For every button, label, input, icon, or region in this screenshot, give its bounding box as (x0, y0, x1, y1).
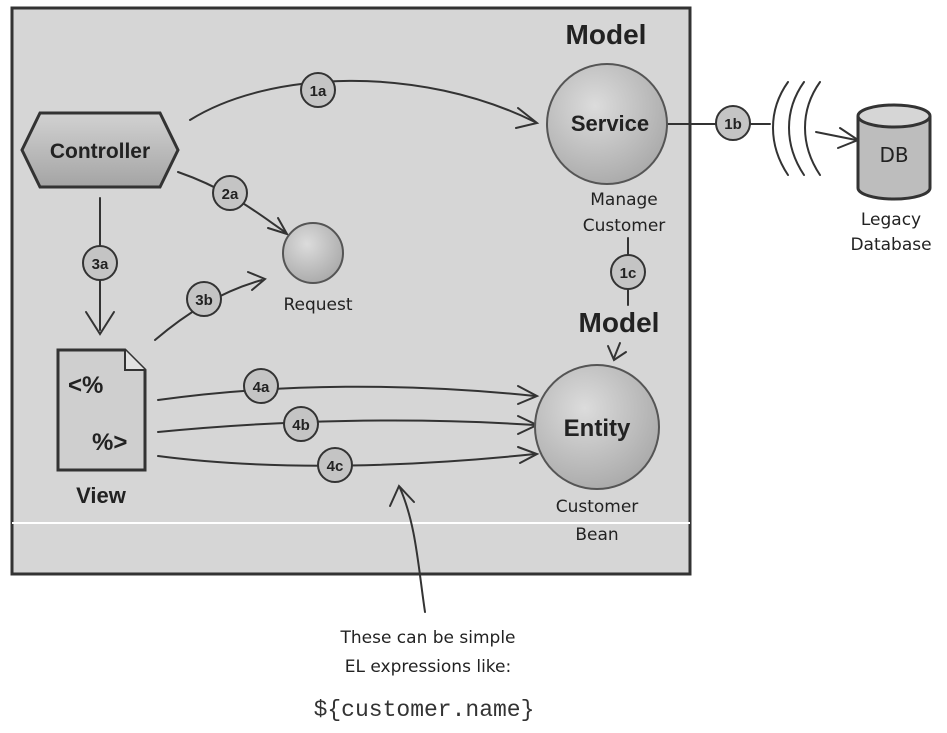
step-badge-2a-label: 2a (222, 186, 239, 203)
arrowhead-2a (267, 217, 290, 236)
arrow-model-entity (613, 342, 621, 359)
arrowhead-3b (247, 271, 267, 291)
service-caption-line1: Manage (590, 190, 658, 210)
view-close-tag: %> (92, 429, 127, 456)
step-badges: 1a 1b 1c 2a 3a 3b 4a 4b (82, 72, 751, 483)
view-open-tag: <% (68, 372, 103, 399)
step-badge-4a-label: 4a (253, 379, 270, 396)
db-node: DB (856, 103, 932, 201)
view-node: <% %> (56, 348, 147, 472)
arrowhead-1a (515, 107, 540, 129)
entity-sphere-icon (534, 364, 660, 490)
request-sphere-icon (282, 222, 344, 284)
step-badge-4a: 4a (243, 368, 279, 404)
service-label: Service (571, 111, 649, 136)
step-badge-3a-label: 3a (92, 256, 109, 273)
arrowhead-3a (85, 311, 115, 336)
model-label-top: Model (566, 19, 647, 50)
controller-hexagon-icon (20, 111, 180, 189)
step-badge-1b-label: 1b (724, 116, 742, 133)
service-node: Service (546, 63, 668, 185)
step-badge-1b: 1b (715, 105, 751, 141)
db-label: DB (879, 143, 908, 167)
step-badge-4b: 4b (283, 406, 319, 442)
step-badge-1a: 1a (300, 72, 336, 108)
step-badge-1a-label: 1a (310, 83, 327, 100)
arrow-4a (157, 385, 536, 401)
step-badge-3a: 3a (82, 245, 118, 281)
annotation-arrowhead (389, 484, 415, 507)
view-document-fold (124, 350, 145, 371)
annotation-arrow (399, 487, 426, 613)
entity-node: Entity (534, 364, 660, 490)
step-badge-3b: 3b (186, 281, 222, 317)
entity-label: Entity (564, 415, 631, 442)
db-cylinder-icon (856, 116, 932, 201)
model-label-mid: Model (579, 307, 660, 338)
service-sphere-icon (546, 63, 668, 185)
db-caption-line2: Database (850, 235, 931, 255)
db-caption-line1: Legacy (861, 210, 921, 230)
view-document-icon (56, 348, 147, 472)
step-badge-1c: 1c (610, 254, 646, 290)
arrow-1a (189, 79, 536, 123)
step-badge-4c-label: 4c (327, 458, 344, 475)
step-badge-4b-label: 4b (292, 417, 310, 434)
annotation-code: ${customer.name} (314, 697, 535, 723)
service-caption-line2: Customer (583, 216, 666, 236)
break-line-3 (804, 81, 821, 176)
annotation-line2: EL expressions like: (345, 657, 511, 677)
entity-caption-line1: Customer (556, 497, 639, 517)
step-badge-4c: 4c (317, 447, 353, 483)
arrow-4b (157, 419, 536, 433)
connectors (85, 79, 861, 613)
arrow-to-db (815, 131, 857, 141)
arrowhead-4a (517, 385, 540, 405)
arrowhead-model-entity (607, 345, 627, 362)
db-cylinder-top (856, 103, 932, 129)
arrowhead-4c (517, 446, 540, 464)
break-line-1 (772, 81, 789, 176)
controller-label: Controller (50, 140, 150, 163)
request-label: Request (283, 295, 352, 315)
step-badge-1c-label: 1c (620, 265, 637, 282)
annotation-line1: These can be simple (339, 628, 515, 648)
view-label: View (76, 483, 127, 508)
controller-node: Controller (20, 111, 180, 189)
break-line-2 (788, 81, 805, 176)
entity-caption-line2: Bean (575, 525, 618, 545)
step-badge-2a: 2a (212, 175, 248, 211)
step-badge-3b-label: 3b (195, 292, 213, 309)
